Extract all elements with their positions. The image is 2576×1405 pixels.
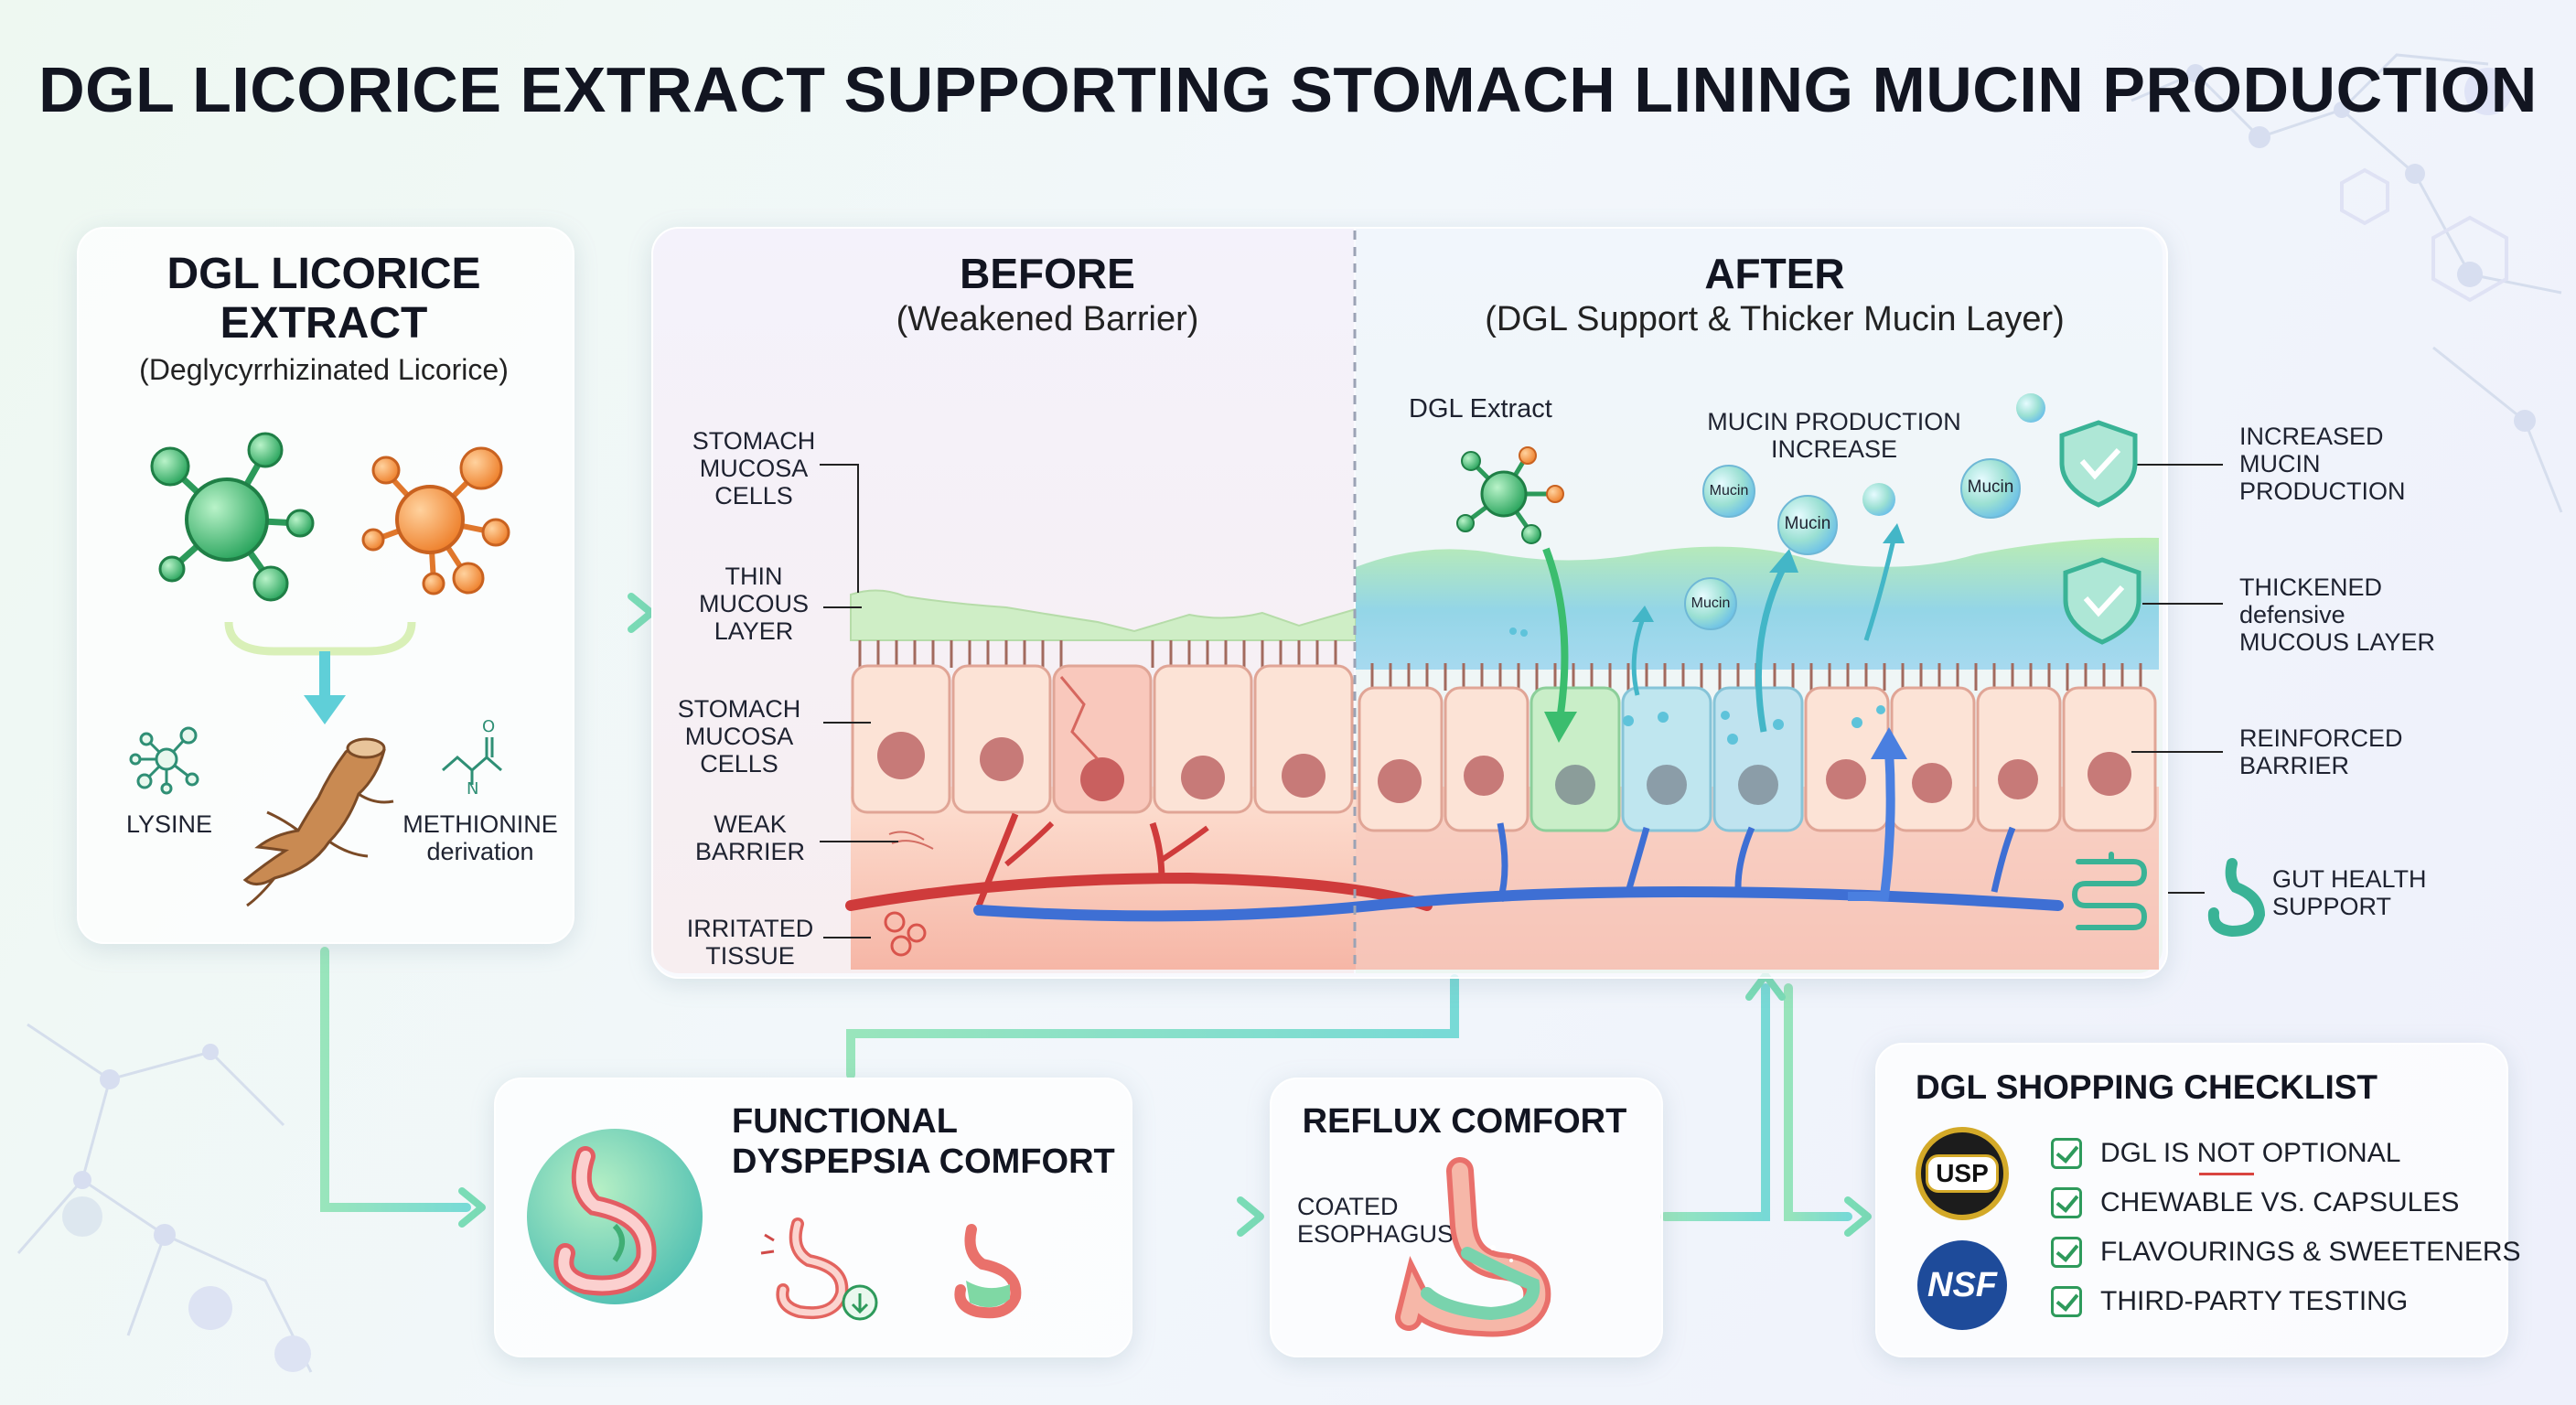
extract-heading-line1: DGL LICORICE: [166, 250, 481, 298]
extract-heading-line2: EXTRACT: [220, 299, 428, 348]
dyspepsia-title-line2: DYSPEPSIA COMFORT: [732, 1142, 1115, 1181]
label-thickened-1: THICKENED: [2239, 574, 2383, 601]
label-stomach-mucosa-mid-1: STOMACH: [677, 695, 801, 723]
label-stomach-mucosa-top-2: MUCOSA: [699, 455, 809, 482]
before-subtitle: (Weakened Barrier): [896, 300, 1199, 338]
stomach-small-icon: [2207, 858, 2266, 938]
lysine-label: LYSINE: [125, 810, 213, 838]
microvilli: [858, 640, 2142, 691]
label-stomach-mucosa-mid-2: MUCOSA: [684, 723, 794, 750]
reflux-title: REFLUX COMFORT: [1302, 1102, 1627, 1141]
label-mucin-increase-1: MUCIN PRODUCTION: [1707, 408, 1961, 435]
label-stomach-mucosa-top-1: STOMACH: [692, 427, 816, 455]
not-underline: [2199, 1173, 2254, 1175]
label-thin-mucous-2: MUCOUS: [699, 590, 809, 617]
upset-stomach-icon: [760, 1217, 878, 1321]
label-increased-mucin-1: INCREASED: [2239, 423, 2384, 450]
checklist-item-4: THIRD-PARTY TESTING: [2051, 1286, 2408, 1317]
methionine-o-label: O: [482, 717, 496, 736]
usp-logo-text: USP: [1926, 1154, 1999, 1193]
checkbox-icon: [2051, 1138, 2082, 1169]
checkbox-icon: [2051, 1286, 2082, 1317]
licorice-root-icon: [242, 737, 394, 907]
dyspepsia-title-line1: FUNCTIONAL: [732, 1102, 958, 1141]
page-title: DGL LICORICE EXTRACT SUPPORTING STOMACH …: [38, 54, 2538, 125]
checklist-item-4-text: THIRD-PARTY TESTING: [2100, 1286, 2409, 1316]
calm-stomach-icon: [954, 1224, 1022, 1319]
label-thin-mucous-1: THIN: [724, 563, 783, 590]
methionine-icon: [442, 737, 502, 785]
label-stomach-mucosa-mid-3: CELLS: [700, 750, 778, 778]
intestine-icon: [2071, 852, 2148, 930]
shield-icon-1: [2059, 420, 2138, 508]
mucin-bubble-2: Mucin: [1784, 514, 1831, 533]
decor-dots: [62, 64, 2536, 1372]
label-increased-mucin-2: MUCIN: [2239, 450, 2321, 477]
lysine-icon: [129, 726, 199, 795]
mucin-bubble-4: Mucin: [1967, 477, 2014, 497]
label-thickened-3: MUCOUS LAYER: [2239, 628, 2436, 656]
mucin-bubble-3: Mucin: [1690, 595, 1731, 611]
nsf-logo-text: NSF: [1927, 1265, 1997, 1304]
label-weak-barrier-1: WEAK: [714, 810, 787, 838]
after-title: AFTER: [1704, 250, 1845, 297]
stomach-icon: [553, 1146, 657, 1296]
nsf-logo: NSF: [1917, 1240, 2007, 1330]
checklist-item-1-text: DGL IS NOT OPTIONAL: [2100, 1138, 2401, 1168]
label-irritated-tissue-2: TISSUE: [705, 942, 795, 970]
label-mucin-increase-2: INCREASE: [1770, 435, 1898, 463]
label-gut-health-1: GUT HEALTH: [2272, 865, 2427, 893]
label-gut-health-2: SUPPORT: [2272, 893, 2392, 920]
label-irritated-tissue-1: IRRITATED: [686, 915, 814, 942]
esophagus-stomach-icon: [1395, 1157, 1551, 1337]
methionine-label-line2: derivation: [426, 838, 534, 865]
flow-connectors: [320, 608, 1852, 1221]
after-subtitle: (DGL Support & Thicker Mucin Layer): [1485, 300, 2065, 338]
reflux-label-line1: COATED: [1297, 1193, 1399, 1220]
before-cells: [851, 664, 1354, 814]
checklist-title: DGL SHOPPING CHECKLIST: [1916, 1068, 2378, 1106]
mucin-bubble-1: Mucin: [1709, 483, 1749, 499]
extract-subheading: (Deglycyrrhizinated Licorice): [139, 353, 509, 386]
before-title: BEFORE: [960, 250, 1135, 297]
checkbox-icon: [2051, 1237, 2082, 1268]
checklist-item-1: DGL IS NOT OPTIONAL: [2051, 1138, 2400, 1169]
label-thickened-2: defensive: [2239, 601, 2345, 628]
label-reinforced-2: BARRIER: [2239, 752, 2350, 779]
label-reinforced-1: REINFORCED: [2239, 724, 2403, 752]
checklist-item-3: FLAVOURINGS & SWEETENERS: [2051, 1237, 2521, 1268]
reflux-label-line2: ESOPHAGUS: [1297, 1220, 1454, 1248]
shield-icon-2: [2063, 557, 2141, 645]
checkbox-icon: [2051, 1187, 2082, 1218]
label-dgl-extract: DGL Extract: [1409, 394, 1552, 424]
methionine-label-line1: METHIONINE: [402, 810, 558, 838]
label-stomach-mucosa-top-3: CELLS: [714, 482, 793, 509]
checklist-item-3-text: FLAVOURINGS & SWEETENERS: [2100, 1237, 2521, 1267]
label-weak-barrier-2: BARRIER: [694, 838, 806, 865]
checklist-item-2-text: CHEWABLE VS. CAPSULES: [2100, 1187, 2460, 1217]
label-thin-mucous-3: LAYER: [714, 617, 794, 645]
usp-logo: USP: [1916, 1127, 2009, 1220]
label-increased-mucin-3: PRODUCTION: [2239, 477, 2406, 505]
methionine-n-label: N: [467, 779, 479, 799]
decor-hexagons: [2340, 167, 2508, 303]
checklist-item-2: CHEWABLE VS. CAPSULES: [2051, 1187, 2459, 1218]
